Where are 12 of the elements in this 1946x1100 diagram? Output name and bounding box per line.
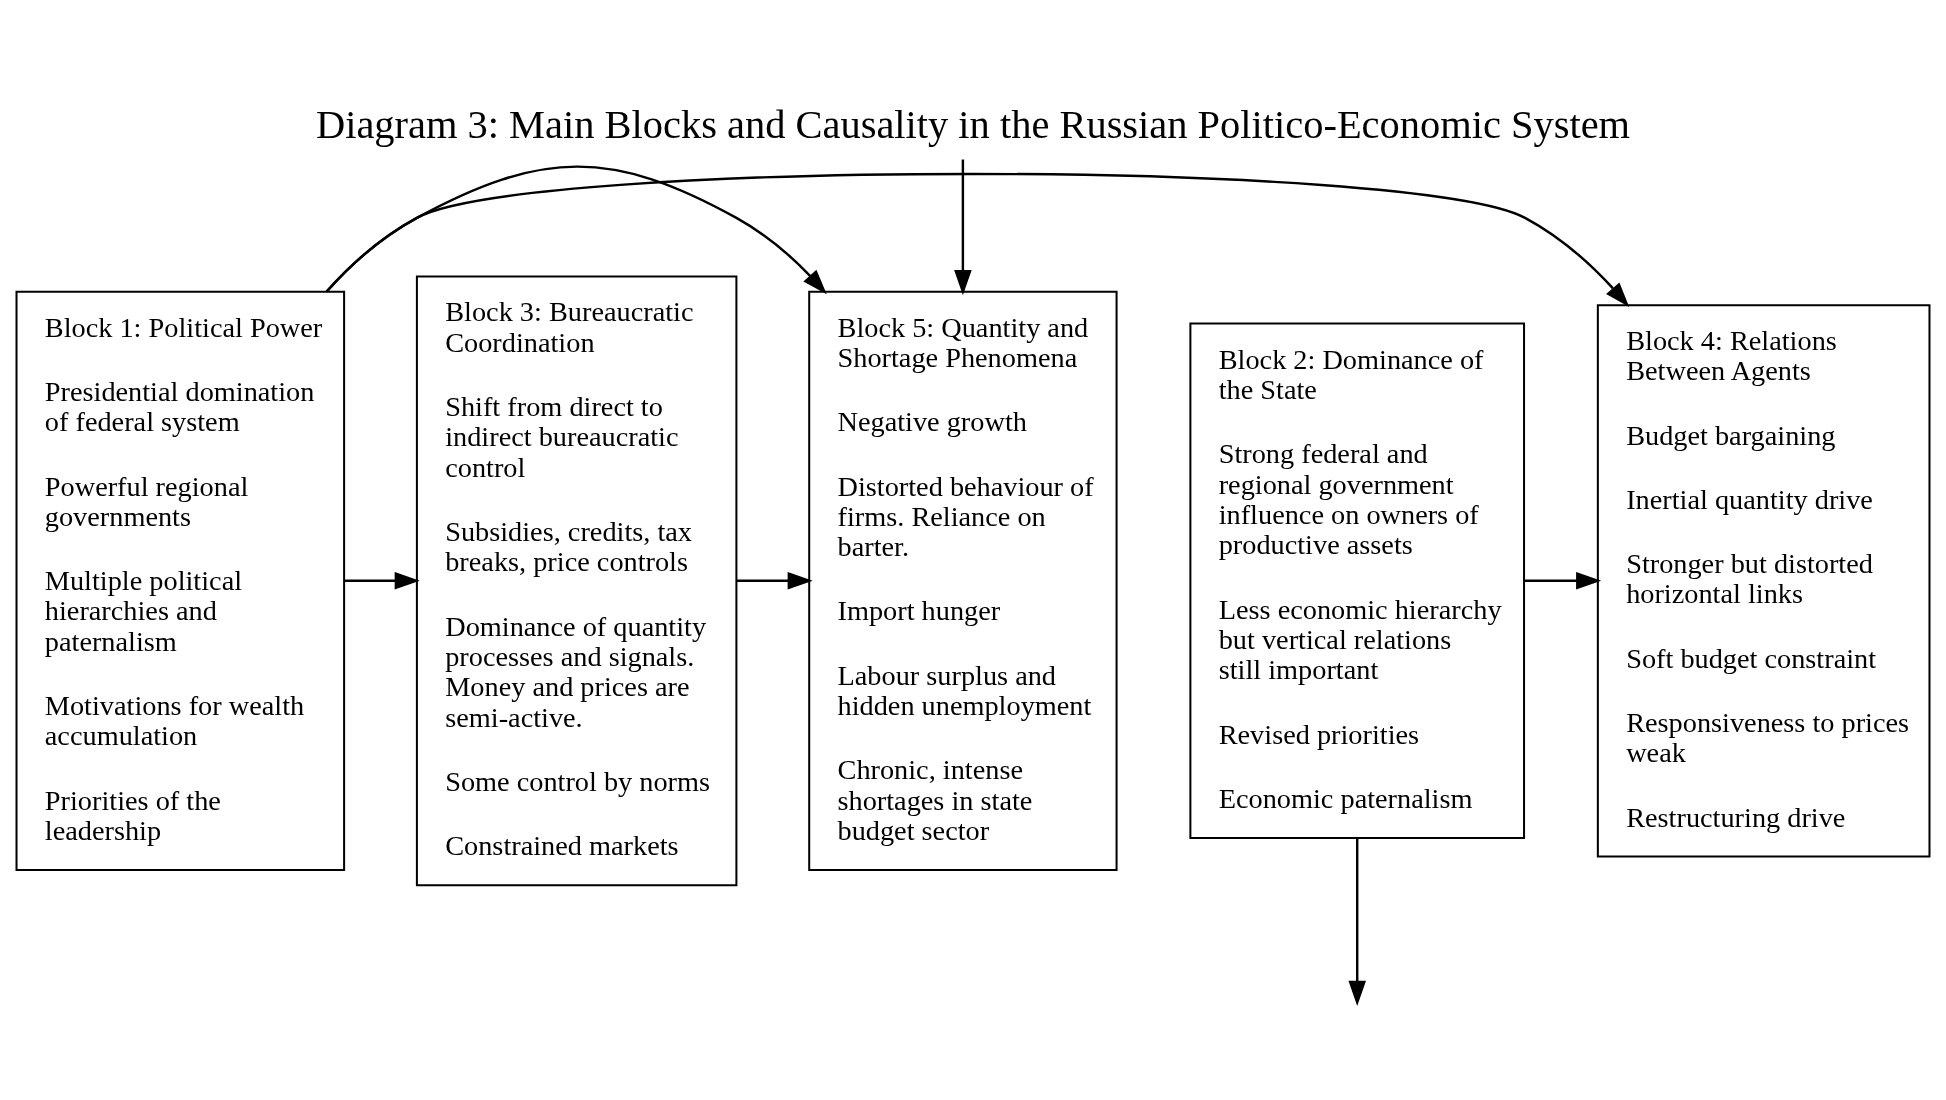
node-box: Block 1: Political Power Presidential domination of federal system Powerful regional governments Multiple political hierarchies and paternalism Motivations for wealth accumulation Priorities of the leadership [15, 290, 346, 871]
arrow [325, 165, 827, 294]
diagram-title: Diagram 3: Main Blocks and Causality in the Russian Politico-Economic System [315, 101, 1631, 147]
arrow [1348, 837, 1366, 1006]
node-box: Block 4: Relations Between Agents Budget bargaining Inertial quantity drive Stronger but distorted horizontal links Soft budget constraint Responsiveness to prices weak Restructuring drive [1596, 303, 1931, 857]
arrow [736, 571, 813, 590]
node-box: Block 3: Bureaucratic Coordination Shift from direct to indirect bureaucratic control Subsidies, credits, tax breaks, price controls Dominance of quantity processes and signals. Money and prices are semi-active. Some control by norms Constrained markets [415, 275, 738, 886]
arrow [1524, 571, 1602, 590]
arrow [344, 571, 420, 590]
arrow [954, 159, 972, 295]
node-box: Block 5: Quantity and Shortage Phenomena Negative growth Distorted behaviour of firms. Reliance on barter. Import hunger Labour surplus and hidden unemployment Chronic, intense shortages in state budget sector [808, 290, 1118, 871]
node-box: Block 2: Dominance of the State Strong federal and regional government influence on owners of productive assets Less economic hierarchy but vertical relations still important Revised priorities Economic paternalism [1189, 322, 1526, 839]
